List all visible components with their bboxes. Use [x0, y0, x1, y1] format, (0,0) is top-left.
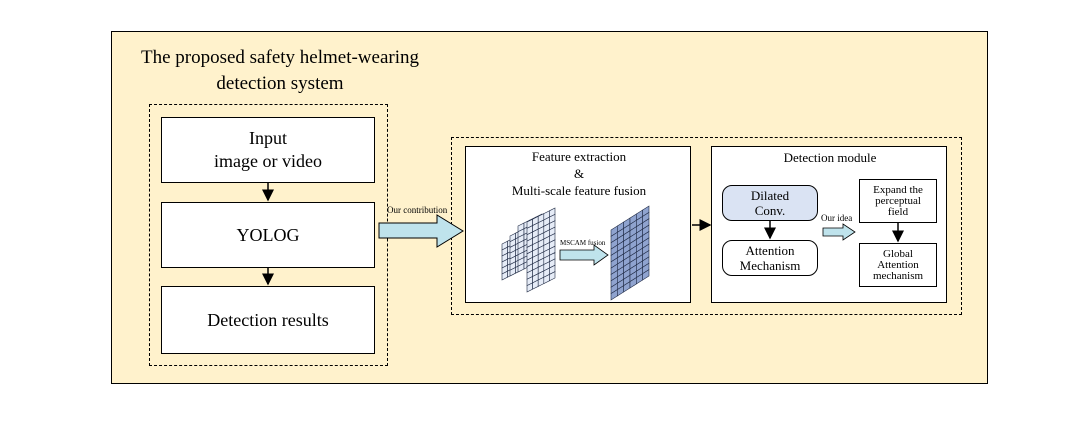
grid-cell — [642, 269, 650, 281]
fused-map-grid — [610, 205, 650, 301]
dilated-conv-box: Dilated Conv. — [722, 185, 818, 221]
attention-line-1: Attention — [745, 243, 795, 258]
detection-results-box: Detection results — [161, 286, 375, 354]
title-line-1: The proposed safety helmet-wearing — [140, 47, 420, 68]
expand-field-box: Expand the perceptual field — [859, 179, 937, 223]
system-title: The proposed safety helmet-wearing detec… — [120, 45, 440, 97]
yolog-box: YOLOG — [161, 202, 375, 268]
results-label: Detection results — [207, 309, 329, 330]
feature-title-line-3: Multi-scale feature fusion — [511, 183, 647, 198]
feature-title-line-1: Feature extraction — [531, 149, 627, 164]
feature-title-line-2: & — [573, 166, 585, 181]
contribution-arrow — [378, 214, 464, 248]
expand-line-3: field — [887, 205, 909, 218]
feature-map-layer-4 — [526, 207, 556, 293]
yolog-label: YOLOG — [236, 224, 300, 245]
input-line-2: image or video — [214, 151, 322, 171]
attention-line-2: Mechanism — [739, 258, 801, 273]
contribution-label: Our contribution — [387, 205, 448, 215]
input-line-1: Input — [249, 128, 287, 148]
expand-line-2: perceptual — [875, 194, 921, 207]
title-line-2: detection system — [216, 73, 344, 94]
feature-title: Feature extraction & Multi-scale feature… — [467, 148, 691, 199]
fused-feature-map — [610, 205, 650, 301]
global-line-2: Attention — [877, 258, 919, 271]
global-attention-box: Global Attention mechanism — [859, 243, 937, 287]
dilated-line-2: Conv. — [754, 203, 786, 218]
global-line-1: Global — [883, 247, 913, 260]
idea-arrow — [822, 223, 856, 241]
dilated-line-1: Dilated — [750, 188, 790, 203]
detection-title: Detection module — [783, 150, 877, 165]
global-line-3: mechanism — [872, 269, 924, 282]
attention-mechanism-box: Attention Mechanism — [722, 240, 818, 276]
idea-label: Our idea — [821, 213, 853, 223]
input-box: Input image or video — [161, 117, 375, 183]
grid-cell — [549, 271, 556, 282]
mscam-label: MSCAM fusion — [560, 239, 606, 247]
stacked-feature-maps — [501, 207, 556, 293]
mscam-arrow — [559, 244, 609, 266]
expand-line-1: Expand the — [873, 183, 923, 196]
